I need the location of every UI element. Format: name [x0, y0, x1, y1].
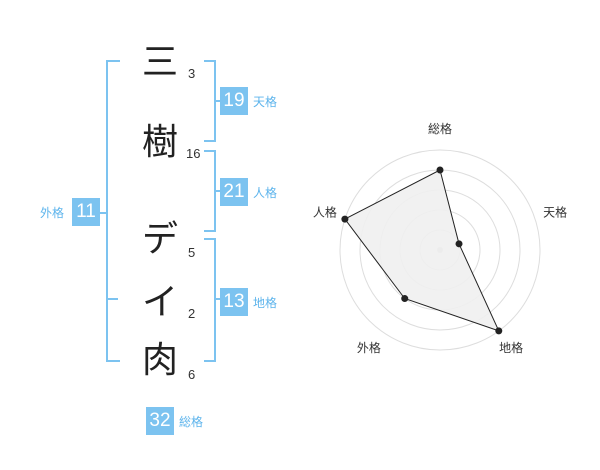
soukaku-label: 総格: [179, 415, 204, 429]
radar-point-2: [455, 240, 463, 248]
jinkaku-bracket-tick: [214, 190, 220, 192]
outer-bracket-tick: [100, 212, 108, 214]
chikaku-bracket-tick: [214, 298, 220, 300]
name-char-5: 肉: [141, 340, 178, 381]
jinkaku-label: 人格: [253, 186, 278, 200]
radar-data-points: [341, 166, 503, 335]
radar-axis-label-1: 総格: [428, 121, 452, 136]
gaikaku-value: 11: [72, 198, 100, 226]
stroke-count-4: 2: [188, 306, 196, 321]
radar-grid-ring: [379, 189, 501, 311]
radar-axis-label-4: 外格: [357, 340, 381, 355]
radar-axis-label-2: 天格: [543, 205, 567, 220]
radar-grid-ring: [339, 149, 541, 351]
stroke-count-2: 16: [186, 146, 201, 161]
radar-axis-label-5: 人格: [313, 205, 337, 220]
radar-point-5: [341, 215, 349, 223]
gaikaku-label: 外格: [40, 206, 65, 220]
name-char-3: デ: [141, 219, 178, 260]
outer-bracket: [106, 60, 120, 362]
radar-point-4: [401, 295, 409, 303]
chikaku-value: 13: [220, 288, 248, 316]
radar-point-3: [495, 327, 503, 335]
radar-data-area: [344, 169, 500, 332]
radar-center-dot: [437, 247, 443, 253]
radar-grid-ring: [399, 209, 481, 291]
jinkaku-value: 21: [220, 178, 248, 206]
name-char-2: 樹: [141, 122, 178, 163]
stroke-count-1: 3: [188, 66, 196, 81]
name-char-1: 三: [141, 42, 178, 83]
outer-bracket-divider: [106, 298, 118, 300]
name-char-4: イ: [141, 282, 178, 323]
soukaku-value: 32: [146, 407, 174, 435]
radar-point-1: [436, 166, 444, 174]
tenkaku-bracket-tick: [214, 100, 220, 102]
chikaku-label: 地格: [253, 296, 278, 310]
radar-axis-label-3: 地格: [499, 340, 523, 355]
radar-grid-ring: [419, 229, 461, 271]
tenkaku-value: 19: [220, 87, 248, 115]
radar-grid-ring: [359, 169, 521, 331]
radar-grid: [339, 149, 541, 351]
stroke-count-5: 6: [188, 367, 196, 382]
chikaku-bracket: [204, 238, 216, 362]
stroke-count-3: 5: [188, 245, 196, 260]
tenkaku-label: 天格: [253, 95, 278, 109]
